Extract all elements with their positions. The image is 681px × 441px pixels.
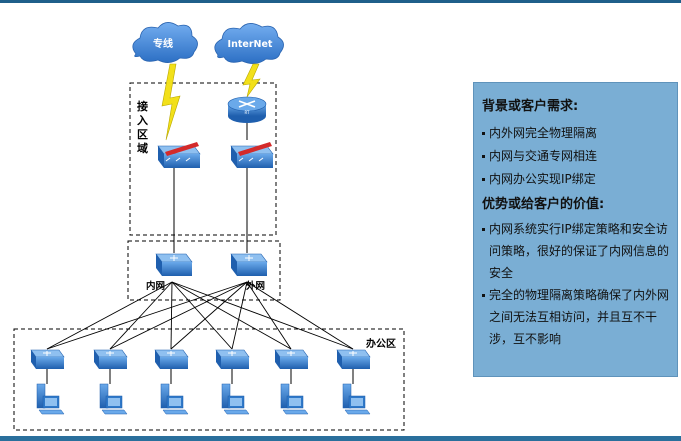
access-zone-char-2: 入 (137, 114, 148, 127)
network-diagram: 专线 InterNet RT 接 入 区 域 (13, 22, 405, 431)
pc-icon (160, 383, 189, 415)
lightning-dedicated-icon (161, 63, 181, 141)
lightning-internet-icon (242, 63, 261, 98)
office-zone-box (13, 328, 405, 431)
access-zone-char-4: 域 (137, 141, 148, 155)
office-switch-icon (154, 349, 189, 369)
access-zone-char-1: 接 (137, 99, 148, 113)
bottom-rule (0, 436, 681, 441)
benefit-item: 内网系统实行IP绑定策略和安全访问策略，很好的保证了内网信息的安全 (482, 218, 669, 284)
info-panel: 背景或客户需求: 内外网完全物理隔离 内网与交通专网相连 内网办公实现IP绑定 … (473, 82, 678, 377)
office-switches (30, 349, 371, 369)
office-zone-label: 办公区 (366, 337, 396, 350)
internet-cloud: InterNet (214, 23, 284, 64)
benefits-heading: 优势或给客户的价值: (482, 197, 605, 212)
office-switch-icon (30, 349, 65, 369)
office-switch-icon (274, 349, 309, 369)
dedicated-line-label: 专线 (153, 37, 173, 50)
access-zone-char-3: 区 (137, 128, 148, 141)
mesh-links (46, 281, 354, 350)
top-rule (0, 0, 681, 3)
benefit-item: 完全的物理隔离策略确保了内外网之间无法互相访问，并且互不干涉，互不影响 (482, 284, 669, 350)
access-zone-box (129, 82, 277, 236)
external-switch-label: 外网 (245, 280, 265, 292)
internal-switch-label: 内网 (146, 280, 165, 292)
office-pcs (36, 383, 371, 415)
router-badge: RT (245, 110, 250, 115)
firewall-internal-icon (157, 142, 201, 168)
office-switch-icon (336, 349, 371, 369)
office-switch-icon (93, 349, 128, 369)
core-switch-external-icon (230, 253, 268, 276)
office-switch-icon (215, 349, 250, 369)
pc-icon (99, 383, 128, 415)
pc-icon (36, 383, 65, 415)
access-zone-label: 接 入 区 域 (137, 99, 148, 155)
requirements-heading: 背景或客户需求: (482, 99, 579, 114)
dedicated-line-cloud: 专线 (132, 22, 198, 63)
internet-label: InterNet (228, 39, 273, 50)
pc-icon (221, 383, 250, 415)
requirement-item: 内网与交通专网相连 (482, 145, 669, 168)
requirement-item: 内网办公实现IP绑定 (482, 168, 669, 191)
pc-icon (342, 383, 371, 415)
firewall-external-icon (230, 142, 274, 168)
pc-icon (280, 383, 309, 415)
requirement-item: 内外网完全物理隔离 (482, 122, 669, 145)
core-switch-internal-icon (155, 253, 193, 276)
requirements-list: 内外网完全物理隔离 内网与交通专网相连 内网办公实现IP绑定 (482, 122, 669, 191)
router-icon: RT (227, 96, 267, 123)
benefits-list: 内网系统实行IP绑定策略和安全访问策略，很好的保证了内网信息的安全 完全的物理隔… (482, 218, 669, 350)
